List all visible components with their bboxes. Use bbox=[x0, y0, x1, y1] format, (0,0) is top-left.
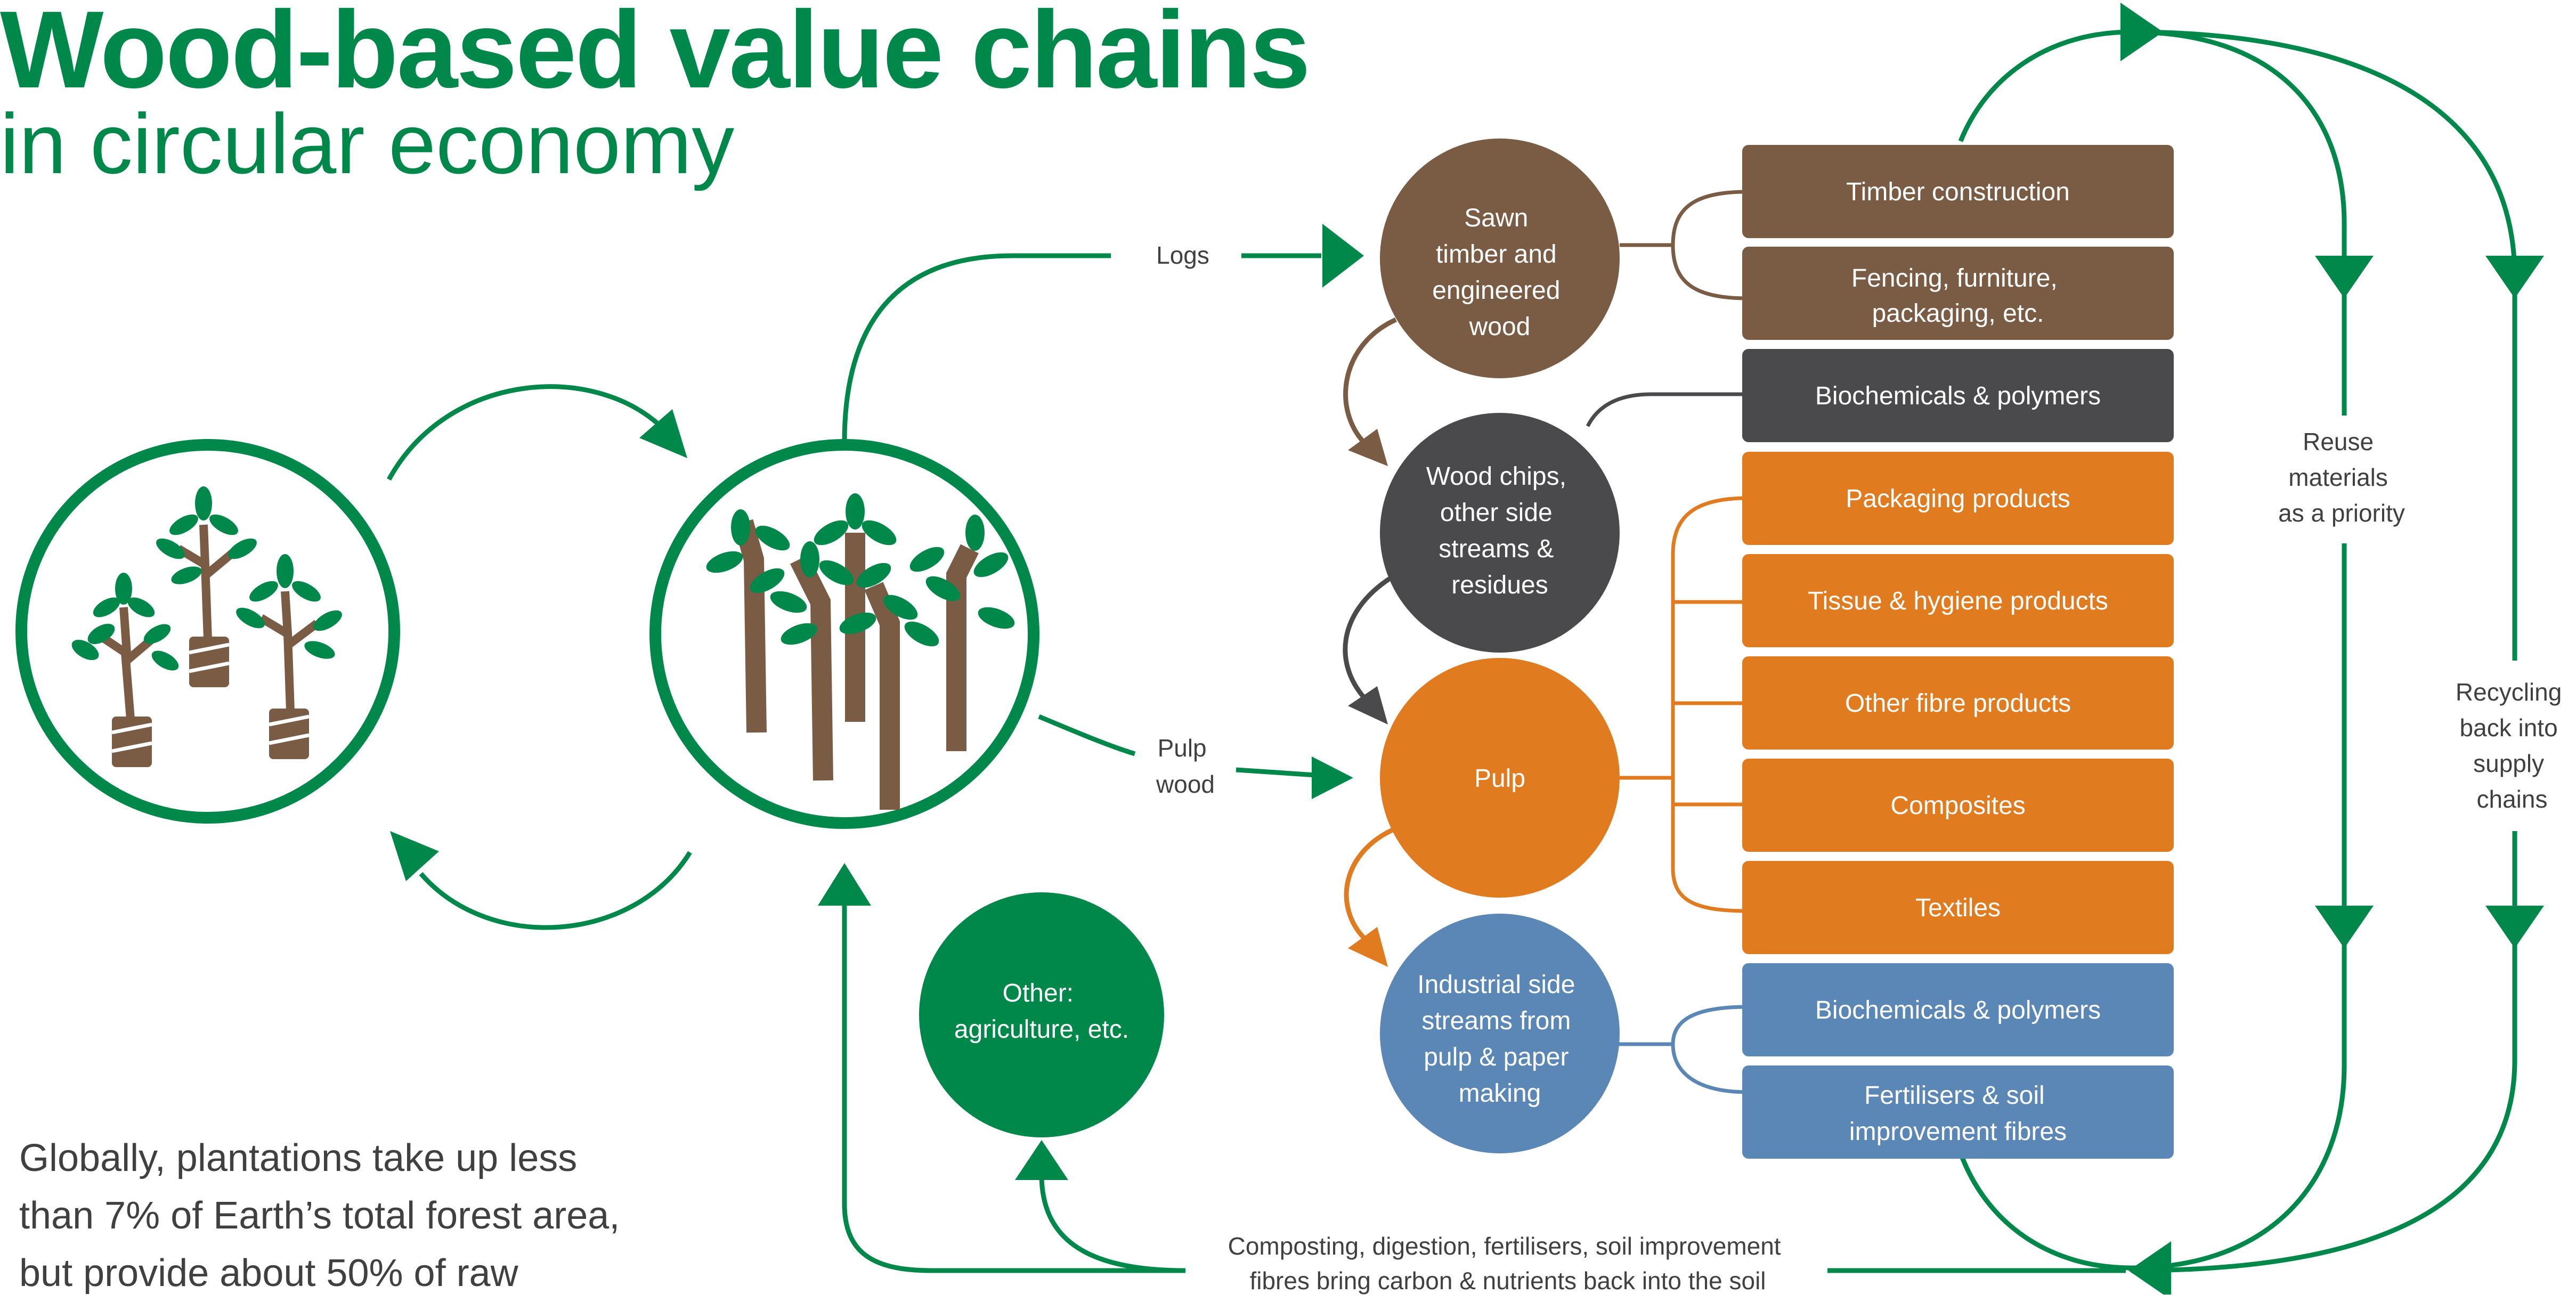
sawn-chips-arrowhead bbox=[1348, 429, 1388, 466]
industrial-bracket bbox=[1614, 1005, 1748, 1094]
industrial-node-label: Industrial side streams from pulp & pape… bbox=[1417, 971, 1582, 1108]
reuse-bottom-arrowhead bbox=[2128, 1241, 2171, 1295]
product-textiles-label: Textiles bbox=[1915, 894, 2001, 922]
footnote-line: than 7% of Earth’s total forest area, bbox=[19, 1194, 620, 1237]
cycle-arrowhead-top bbox=[639, 409, 687, 458]
product-box-packaging bbox=[1742, 452, 2174, 545]
product-box-textiles bbox=[1742, 861, 2174, 954]
chips-node-label: Wood chips, other side streams & residue… bbox=[1426, 462, 1574, 599]
composting-label: Composting, digestion, fertilisers, soil… bbox=[1228, 1232, 1788, 1295]
pulpwood-arrowhead bbox=[1312, 756, 1353, 799]
other-node-label: Other: agriculture, etc. bbox=[954, 979, 1129, 1044]
reuse-down-arrowhead-upper bbox=[2315, 256, 2374, 298]
product-fertilisers-label: Fertilisers & soil improvement fibres bbox=[1849, 1081, 2067, 1146]
pulp-to-industrial-arrow bbox=[1344, 826, 1397, 945]
page-subtitle: in circular economy bbox=[0, 96, 735, 191]
other-agriculture-node bbox=[919, 892, 1164, 1137]
wood-chips-node bbox=[1380, 413, 1620, 653]
product-box-composites bbox=[1742, 759, 2174, 852]
other-return-arrow bbox=[1039, 1174, 1186, 1273]
reuse-top-arrowhead bbox=[2120, 3, 2163, 61]
other-arrowhead bbox=[1015, 1140, 1068, 1180]
sawn-timber-node bbox=[1380, 139, 1620, 378]
chips-to-pulp-arrow bbox=[1343, 576, 1392, 705]
product-tissue-label: Tissue & hygiene products bbox=[1808, 587, 2108, 615]
logs-arrowhead bbox=[1322, 224, 1364, 288]
cycle-arrow-top bbox=[387, 384, 663, 481]
pulp-node bbox=[1380, 658, 1620, 898]
cycle-arrow-bottom bbox=[419, 851, 692, 930]
recycling-label: Recycling back into supply chains bbox=[2456, 678, 2569, 813]
product-biochem-dark-label: Biochemicals & polymers bbox=[1815, 382, 2101, 410]
product-box-timber bbox=[1742, 145, 2174, 238]
reuse-loop bbox=[1958, 29, 2347, 1271]
recycling-loop bbox=[2131, 29, 2517, 1273]
pulpwood-flow-arrow bbox=[1236, 767, 1317, 778]
page-title: Wood-based value chains bbox=[0, 0, 1311, 111]
recycle-down-arrowhead-lower bbox=[2485, 906, 2544, 948]
chips-pulp-arrowhead bbox=[1348, 686, 1388, 725]
soil-return-arrowhead bbox=[818, 863, 871, 906]
reuse-down-arrowhead-lower bbox=[2315, 906, 2374, 948]
product-timber-label: Timber construction bbox=[1846, 178, 2070, 206]
product-packaging-label: Packaging products bbox=[1846, 485, 2070, 513]
product-box-fencing bbox=[1742, 247, 2174, 340]
product-box-biochem-dark bbox=[1742, 349, 2174, 442]
sawn-to-chips-arrow bbox=[1343, 317, 1397, 450]
reuse-label: Reuse materials as a priority bbox=[2278, 428, 2405, 527]
footnote-line: but provide about 50% of raw bbox=[19, 1252, 518, 1295]
chips-bracket bbox=[1586, 392, 1748, 427]
soil-return-loop bbox=[842, 900, 1185, 1273]
sawn-node-label: Sawn timber and engineered wood bbox=[1432, 204, 1567, 341]
footnote-line: Globally, plantations take up less bbox=[19, 1137, 578, 1179]
product-other-fibre-label: Other fibre products bbox=[1845, 689, 2071, 718]
forest-illustration bbox=[706, 493, 1015, 810]
pulp-bracket bbox=[1620, 496, 1748, 913]
logs-label: Logs bbox=[1156, 241, 1209, 269]
product-box-other-fibre bbox=[1742, 656, 2174, 750]
logs-flow-line bbox=[842, 253, 1111, 443]
cycle-arrowhead-bottom bbox=[390, 831, 439, 881]
product-composites-label: Composites bbox=[1890, 792, 2025, 820]
footnote: Globally, plantations take up less than … bbox=[19, 1129, 620, 1302]
pulpwood-flow-line bbox=[1038, 714, 1136, 756]
recycle-down-arrowhead-upper bbox=[2485, 256, 2544, 298]
product-box-biochem-blue bbox=[1742, 963, 2174, 1056]
pulp-industrial-arrowhead bbox=[1348, 927, 1388, 967]
product-box-fertilisers bbox=[1742, 1065, 2174, 1159]
forest-circle bbox=[649, 439, 1039, 829]
sawn-bracket bbox=[1620, 190, 1748, 300]
industrial-streams-node bbox=[1380, 914, 1620, 1153]
pulp-wood-label: Pulp wood bbox=[1156, 734, 1215, 798]
product-box-tissue bbox=[1742, 554, 2174, 647]
seedlings-illustration bbox=[71, 486, 342, 767]
product-biochem-blue-label: Biochemicals & polymers bbox=[1815, 996, 2101, 1024]
pulp-node-label: Pulp bbox=[1474, 764, 1525, 793]
product-fencing-label: Fencing, furniture, packaging, etc. bbox=[1851, 264, 2065, 328]
